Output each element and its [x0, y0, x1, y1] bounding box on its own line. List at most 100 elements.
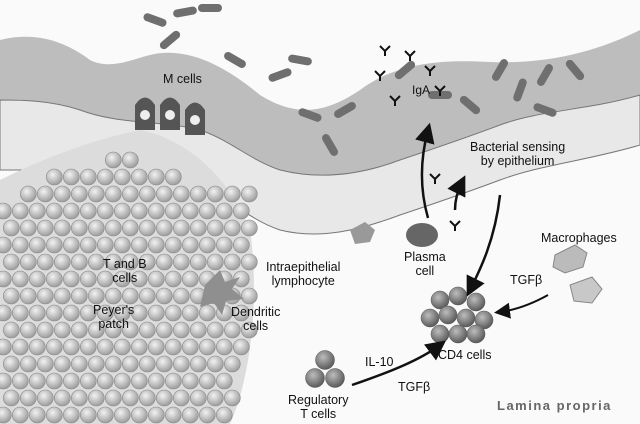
- lymphocyte: [79, 338, 97, 356]
- lymphocyte: [70, 321, 88, 339]
- lymphocyte: [130, 202, 148, 220]
- lymphocyte: [240, 185, 258, 203]
- label-m-cells: M cells: [163, 72, 202, 86]
- lymphocyte: [70, 219, 88, 237]
- lymphocyte: [215, 338, 233, 356]
- lymphocyte: [28, 270, 46, 288]
- lymphocyte: [215, 372, 233, 390]
- bacterium: [198, 4, 222, 12]
- lymphocyte: [87, 355, 105, 373]
- lymphocyte: [121, 389, 139, 407]
- lymphocyte: [181, 304, 199, 322]
- lymphocyte: [113, 168, 131, 186]
- lymphocyte: [181, 372, 199, 390]
- bacterium: [159, 30, 181, 50]
- lymphocyte: [45, 236, 63, 254]
- lymphocyte: [138, 287, 156, 305]
- lymphocyte: [130, 406, 148, 424]
- regulatory-t-cell: [325, 368, 345, 388]
- lymphocyte: [147, 236, 165, 254]
- lymphocyte: [240, 253, 258, 271]
- cd4-cell: [456, 308, 476, 328]
- lymphocyte: [0, 236, 12, 254]
- lymphocyte: [232, 236, 250, 254]
- arrow-epithelium-to-plasma: [447, 175, 466, 211]
- lymphocyte: [36, 389, 54, 407]
- lymphocyte: [53, 185, 71, 203]
- lymphocyte: [206, 321, 224, 339]
- lymphocyte: [45, 270, 63, 288]
- lymphocyte: [189, 185, 207, 203]
- lymphocyte: [28, 236, 46, 254]
- lymphocyte: [189, 253, 207, 271]
- lymphocyte: [189, 355, 207, 373]
- lymphocyte: [130, 236, 148, 254]
- m-cells-group: [135, 97, 205, 135]
- iga-antibody: [424, 65, 436, 76]
- peyers-patch-cells: [0, 151, 258, 424]
- lymphocyte: [223, 219, 241, 237]
- lymphocyte: [138, 219, 156, 237]
- lymphocyte: [206, 185, 224, 203]
- lymphocyte: [138, 253, 156, 271]
- lymphocyte: [11, 338, 29, 356]
- lymphocyte: [87, 287, 105, 305]
- label-line: T and B: [103, 257, 147, 271]
- lymphocyte: [181, 270, 199, 288]
- lymphocyte: [62, 304, 80, 322]
- lymphocyte: [36, 355, 54, 373]
- bacterium: [513, 78, 527, 102]
- label-t-and-b-cells: T and B cells: [103, 257, 147, 285]
- lymphocyte: [172, 321, 190, 339]
- arrow-treg-to-cd4: [351, 340, 447, 387]
- label-cd4-cells: CD4 cells: [438, 348, 492, 362]
- bacterium: [394, 60, 416, 80]
- lymphocyte: [232, 304, 250, 322]
- lymphocyte: [198, 372, 216, 390]
- lymphocyte: [121, 253, 139, 271]
- intraepithelial-lymphocyte: [350, 222, 375, 244]
- lymphocyte: [181, 338, 199, 356]
- cd4-cell: [448, 286, 468, 306]
- lymphocyte: [189, 219, 207, 237]
- label-peyers-patch: Peyer's patch: [93, 303, 134, 331]
- lymphocyte: [87, 219, 105, 237]
- lymphocyte: [11, 372, 29, 390]
- iga-antibody: [374, 70, 386, 81]
- lymphocyte: [96, 406, 114, 424]
- lymphocyte: [198, 338, 216, 356]
- label-line: lymphocyte: [271, 274, 335, 288]
- lymphocyte: [240, 287, 258, 305]
- cd4-cell: [466, 292, 486, 312]
- lymphocyte: [198, 406, 216, 424]
- label-regulatory-t-cells: Regulatory T cells: [288, 393, 348, 421]
- lymphocyte: [87, 253, 105, 271]
- lymphocyte: [104, 253, 122, 271]
- lymphocyte: [11, 304, 29, 322]
- lymphocyte: [19, 389, 37, 407]
- lymphocyte: [0, 270, 12, 288]
- bacterium: [288, 54, 312, 66]
- lumen-mucus-layer: [0, 30, 640, 176]
- lymphocyte: [62, 406, 80, 424]
- label-il10: IL-10: [365, 355, 394, 369]
- lymphocyte: [0, 372, 12, 390]
- iga-group: [374, 45, 461, 231]
- lymphocyte: [104, 389, 122, 407]
- lymphocyte: [45, 202, 63, 220]
- lymphocyte: [0, 304, 12, 322]
- lymphocyte: [181, 202, 199, 220]
- lymphocyte: [130, 338, 148, 356]
- lymphocyte: [45, 304, 63, 322]
- macrophage: [569, 276, 603, 304]
- lymphocyte: [19, 355, 37, 373]
- label-line: T cells: [300, 407, 337, 421]
- lymphocyte: [53, 355, 71, 373]
- lymphocyte: [36, 185, 54, 203]
- lymphocyte: [11, 406, 29, 424]
- bacterium: [459, 95, 481, 115]
- lymphocyte: [113, 372, 131, 390]
- lymphocyte: [113, 236, 131, 254]
